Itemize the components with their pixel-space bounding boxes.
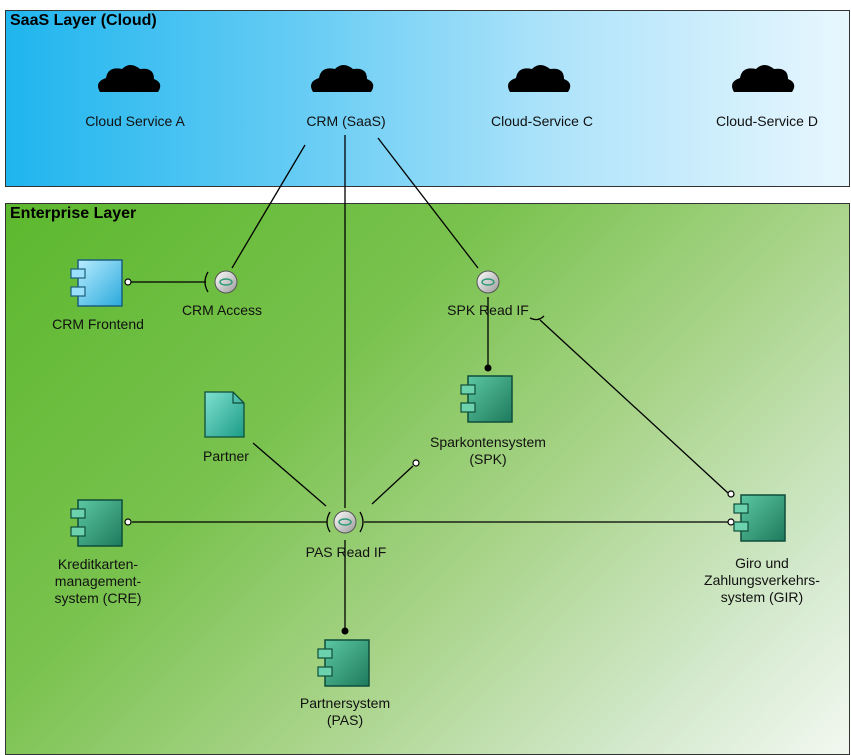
sparkontensystem-component-icon [460,375,513,423]
cloud-icon [98,65,161,92]
saas-layer: SaaS Layer (Cloud) [5,10,850,187]
enterprise-layer-title: Enterprise Layer [10,205,137,222]
enterprise-layer: Enterprise Layer [5,203,850,755]
cloud-label: Cloud-Service D [716,113,818,129]
cloud-icon [311,65,374,92]
cloud-icon [732,65,795,92]
artifact-label-partner: Partner [203,448,249,464]
interface-ball-spk [476,270,500,294]
kreditkarten-component-icon [70,499,123,547]
cloud-icon [508,65,571,92]
interface-ball-pas [333,510,357,534]
component-label-pas: Partnersystem (PAS) [299,695,391,728]
component-label-cre: Kreditkarten- management- system (CRE) [54,556,142,606]
connector-dots [341,364,492,635]
partnersystem-component-icon [317,639,370,687]
socket-arcs [204,271,545,533]
connector-markers [124,278,735,526]
partner-document-icon [204,391,245,438]
interface-label-spk: SPK Read IF [447,302,529,318]
component-label-crm-frontend: CRM Frontend [52,316,144,332]
crm-frontend-component-icon [70,259,123,307]
interface-label-pas: PAS Read IF [305,544,387,560]
component-label-spk: Sparkontensystem (SPK) [430,434,546,467]
cloud-label: Cloud-Service C [491,113,593,129]
giro-component-icon [733,494,786,542]
interface-label-crm-access: CRM Access [181,302,263,318]
connector-lines [130,135,729,631]
saas-layer-title: SaaS Layer (Cloud) [10,12,157,29]
cloud-label: CRM (SaaS) [306,113,386,129]
cloud-label: Cloud Service A [85,113,185,129]
component-label-gir: Giro und Zahlungsverkehrs- system (GIR) [704,555,820,605]
interface-ball-crm-access [214,270,238,294]
